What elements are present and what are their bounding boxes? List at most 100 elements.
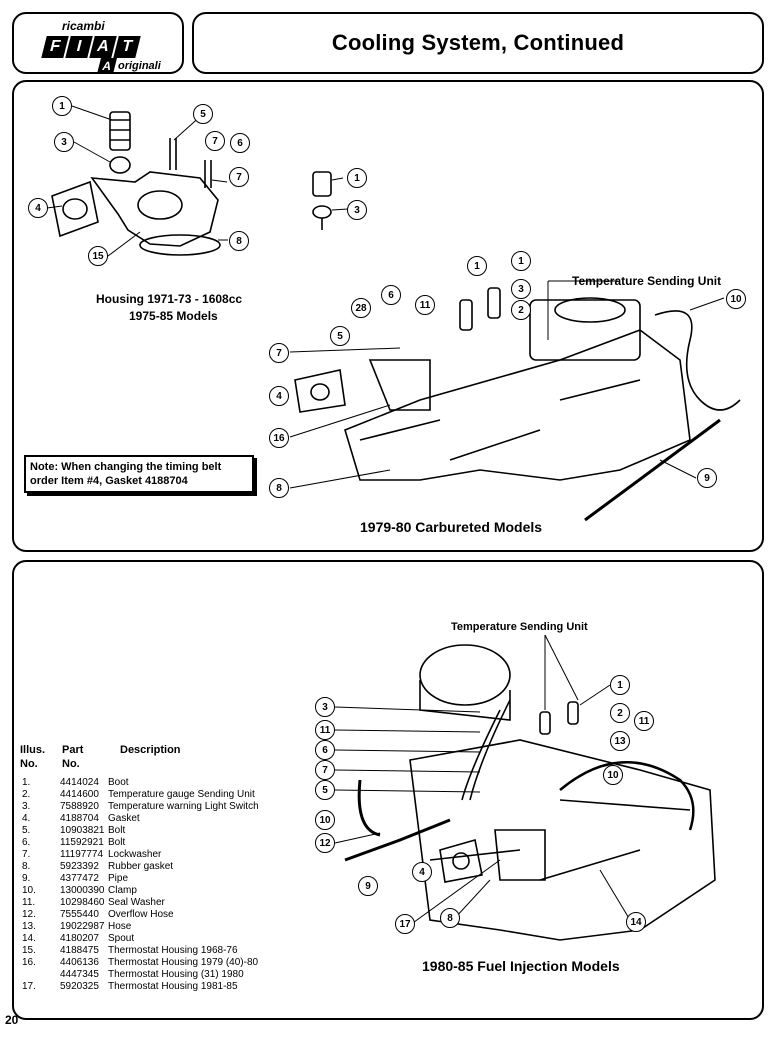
row-illus-no: 13. [22, 921, 36, 932]
row-illus-no: 4. [22, 813, 31, 824]
diagram-panel-carbureted [12, 80, 764, 552]
callout-6: 6 [381, 285, 401, 305]
parts-row: 2. 4414600 Temperature gauge Sending Unit [18, 789, 288, 801]
row-illus-no: 2. [22, 789, 31, 800]
callout-3: 3 [315, 697, 335, 717]
row-description: Seal Washer [108, 897, 165, 908]
callout-1: 1 [52, 96, 72, 116]
timing-belt-note: Note: When changing the timing belt orde… [24, 455, 254, 493]
callout-2: 2 [511, 300, 531, 320]
callout-5: 5 [330, 326, 350, 346]
callout-1: 1 [467, 256, 487, 276]
parts-row: 1. 4414024 Boot [18, 777, 288, 789]
gasket-drawing [51, 180, 99, 238]
row-description: Overflow Hose [108, 909, 174, 920]
callout-15: 15 [88, 246, 108, 266]
carbureted-caption: 1979-80 Carbureted Models [360, 519, 543, 535]
row-illus-no: 1. [22, 777, 31, 788]
logo-originali-text: originali [118, 60, 161, 72]
row-description: Thermostat Housing 1968-76 [108, 945, 238, 956]
row-description: Temperature warning Light Switch [108, 801, 259, 812]
callout-8: 8 [440, 908, 460, 928]
row-illus-no: 17. [22, 981, 36, 992]
row-illus-no: 3. [22, 801, 31, 812]
rubber-gasket-drawing [139, 234, 221, 256]
callout-9: 9 [358, 876, 378, 896]
housing-caption-line-1: Housing 1971-73 - 1608cc [96, 292, 243, 306]
callout-11: 11 [415, 295, 435, 315]
row-description: Rubber gasket [108, 861, 174, 872]
row-illus-no: 14. [22, 933, 36, 944]
sending-unit-label: Temperature Sending Unit [451, 621, 588, 633]
callout-2: 2 [610, 703, 630, 723]
row-illus-no: 12. [22, 909, 36, 920]
row-description: Lockwasher [108, 849, 162, 860]
callout-11: 11 [315, 720, 335, 740]
callout-1: 1 [610, 675, 630, 695]
callout-17: 17 [395, 914, 415, 934]
note-line: Note: When changing the timing belt [30, 461, 222, 473]
callout-14: 14 [626, 912, 646, 932]
callout-5: 5 [193, 104, 213, 124]
sending-unit-label: Temperature Sending Unit [572, 274, 722, 288]
callout-10: 10 [603, 765, 623, 785]
row-description: Spout [108, 933, 135, 944]
page-number: 20 [5, 1013, 19, 1027]
thermostat-housing-drawing [90, 171, 219, 247]
header-illus-no: No. [20, 758, 38, 770]
row-part-no: 5920325 [60, 981, 99, 992]
row-description: Hose [108, 921, 132, 932]
overflow-pipe-drawing [344, 779, 451, 862]
parts-row: 12. 7555440 Overflow Hose [18, 909, 288, 921]
callout-3: 3 [511, 279, 531, 299]
row-part-no: 10903821 [60, 825, 105, 836]
callout-4: 4 [269, 386, 289, 406]
callout-1: 1 [511, 251, 531, 271]
row-description: Bolt [108, 837, 126, 848]
callout-8: 8 [269, 478, 289, 498]
pipe-drawing [584, 418, 721, 522]
page-title: Cooling System, Continued [331, 30, 625, 55]
air-filter-drawing [419, 644, 511, 706]
row-illus-no: 6. [22, 837, 31, 848]
header-part: Part [62, 744, 84, 756]
row-part-no: 4414024 [60, 777, 99, 788]
row-part-no: 7555440 [60, 909, 99, 920]
row-part-no: 4188704 [60, 813, 99, 824]
header-part-no: No. [62, 758, 80, 770]
callout-9: 9 [697, 468, 717, 488]
callout-5: 5 [315, 780, 335, 800]
callout-10: 10 [726, 289, 746, 309]
row-description: Thermostat Housing 1981-85 [108, 981, 238, 992]
row-illus-no: 5. [22, 825, 31, 836]
row-illus-no: 16. [22, 957, 36, 968]
row-part-no: 4414600 [60, 789, 99, 800]
row-part-no: 13000390 [60, 885, 105, 896]
row-description: Clamp [108, 885, 137, 896]
row-part-no: 4447345 [60, 969, 99, 980]
row-illus-no: 8. [22, 861, 31, 872]
row-part-no: 4188475 [60, 945, 99, 956]
callout-7: 7 [315, 760, 335, 780]
row-part-no: 4377472 [60, 873, 99, 884]
row-part-no: 19022987 [60, 921, 105, 932]
row-description: Boot [108, 777, 129, 788]
row-illus-no: 7. [22, 849, 31, 860]
row-description: Thermostat Housing (31) 1980 [108, 969, 244, 980]
row-description: Temperature gauge Sending Unit [108, 789, 255, 800]
housing-1979-drawing [368, 359, 431, 411]
row-part-no: 7588920 [60, 801, 99, 812]
note-line: order Item #4, Gasket 4188704 [30, 475, 188, 487]
callout-13: 13 [610, 731, 630, 751]
